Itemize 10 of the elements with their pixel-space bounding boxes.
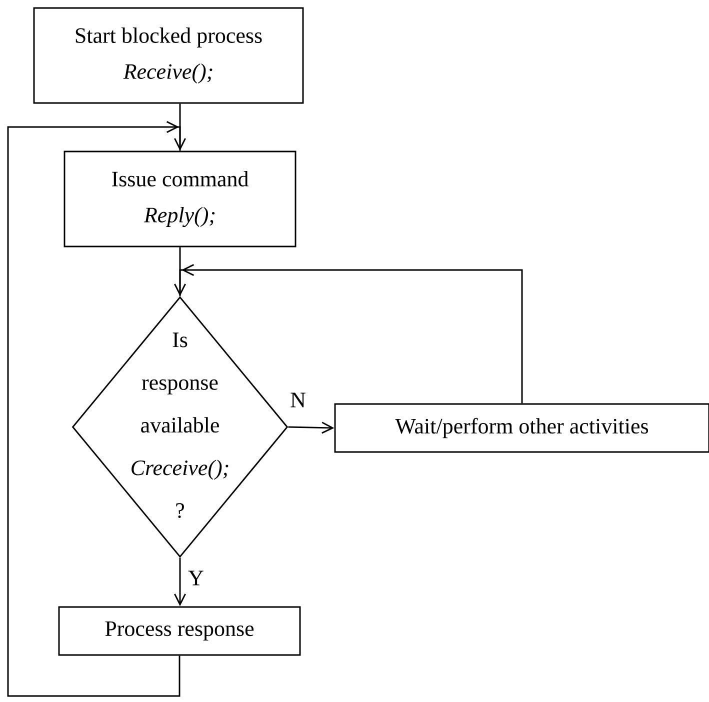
arrow xyxy=(288,422,334,434)
edge-label: N xyxy=(288,391,308,409)
arrow xyxy=(174,558,186,606)
process-box: Start blocked process Receive(); xyxy=(33,7,304,104)
process-box: Process response xyxy=(58,606,301,656)
arrow xyxy=(174,247,186,296)
edge-label: Y xyxy=(186,569,206,587)
arrow xyxy=(174,104,186,151)
process-box: Issue command Reply(); xyxy=(64,150,296,248)
process-box: Wait/perform other activities xyxy=(334,403,709,453)
